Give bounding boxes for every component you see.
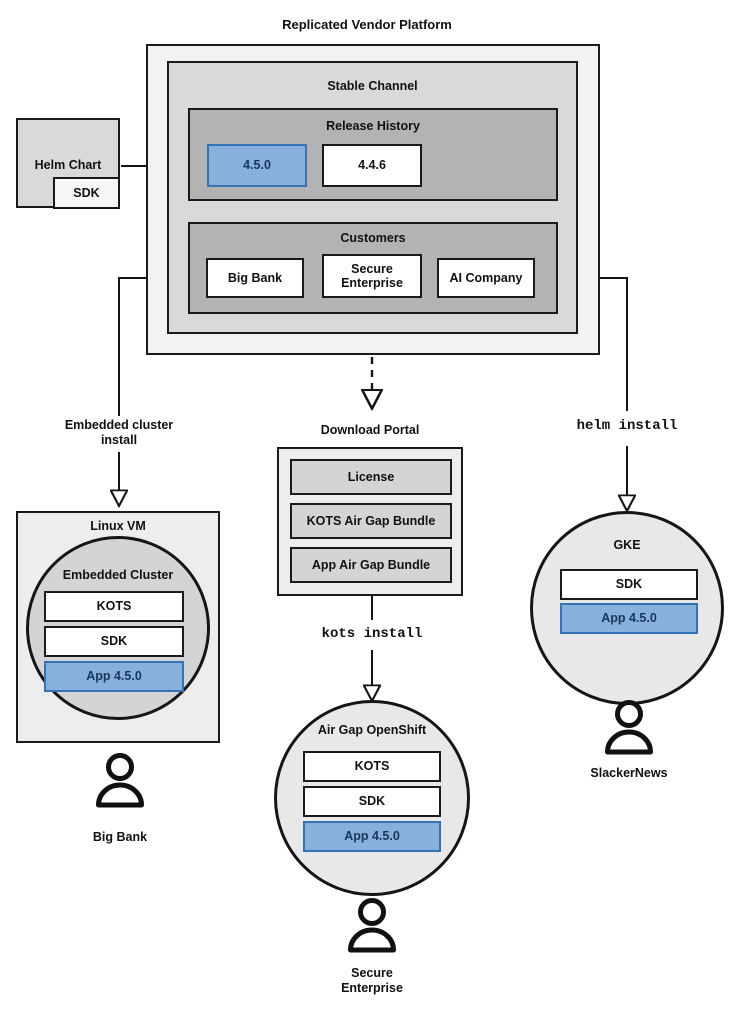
release-item-4-4-6[interactable]: 4.4.6 [322, 144, 422, 187]
gke-label: GKE [613, 538, 641, 552]
customer-label-secure-enterprise: Secure Enterprise [341, 966, 403, 995]
openshift-component-app[interactable]: App 4.5.0 [303, 821, 441, 852]
gke-component-app[interactable]: App 4.5.0 [560, 603, 698, 634]
openshift-component-kots[interactable]: KOTS [303, 751, 441, 782]
portal-item-license[interactable]: License [290, 459, 452, 495]
linux-vm-label: Linux VM [90, 519, 146, 533]
customer-big-bank[interactable]: Big Bank [206, 258, 304, 298]
customers-title: Customers [340, 231, 406, 245]
embedded-cluster-label: Embedded Cluster [62, 568, 174, 582]
edge-label-embedded-install: Embedded cluster install [64, 418, 174, 447]
openshift-component-sdk[interactable]: SDK [303, 786, 441, 817]
edge-label-helm-install: helm install [576, 418, 678, 434]
linuxvm-component-sdk[interactable]: SDK [44, 626, 184, 657]
download-portal-title: Download Portal [320, 423, 420, 437]
edge-label-kots-install: kots install [321, 626, 423, 642]
air-gap-openshift-label: Air Gap OpenShift [317, 723, 427, 737]
portal-item-app-air-gap-bundle[interactable]: App Air Gap Bundle [290, 547, 452, 583]
customer-label-big-bank: Big Bank [92, 830, 148, 844]
release-item-4-5-0[interactable]: 4.5.0 [207, 144, 307, 187]
linuxvm-component-app[interactable]: App 4.5.0 [44, 661, 184, 692]
linuxvm-component-kots[interactable]: KOTS [44, 591, 184, 622]
helm-chart-sdk-box[interactable]: SDK [53, 177, 120, 209]
person-icon [348, 898, 396, 953]
customer-label-slackernews: SlackerNews [590, 766, 668, 780]
customer-ai-company[interactable]: AI Company [437, 258, 535, 298]
portal-item-kots-air-gap-bundle[interactable]: KOTS Air Gap Bundle [290, 503, 452, 539]
gke-component-sdk[interactable]: SDK [560, 569, 698, 600]
page-title: Replicated Vendor Platform [282, 17, 452, 32]
stable-channel-title: Stable Channel [327, 79, 418, 93]
person-icon [605, 700, 653, 755]
customer-secure-enterprise[interactable]: Secure Enterprise [322, 254, 422, 298]
helm-chart-label: Helm Chart [34, 158, 102, 172]
release-history-title: Release History [326, 119, 420, 133]
person-icon [96, 753, 144, 808]
